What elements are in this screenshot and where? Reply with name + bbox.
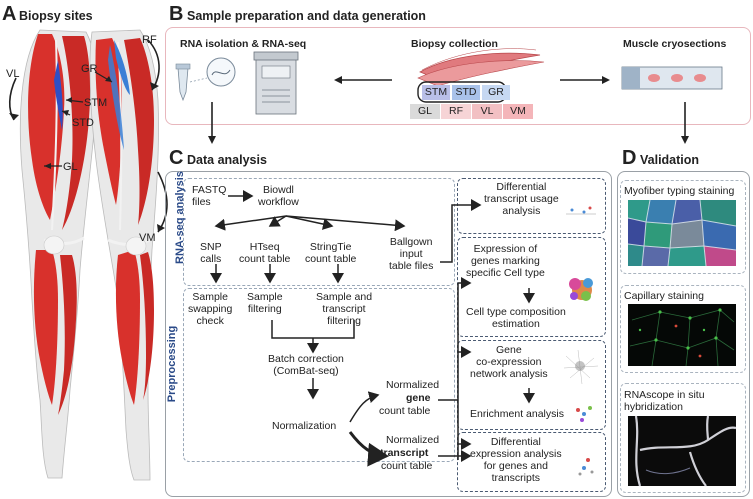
normalization-node: Normalization — [272, 420, 337, 432]
dtu-node: Differential transcript usage analysis — [484, 181, 559, 217]
label-stm: STM — [84, 97, 108, 109]
transcript-bold: transcript — [380, 447, 429, 459]
stringtie-node: StringTie count table — [305, 241, 357, 265]
muscle-illustration — [417, 48, 545, 87]
gene-bold: gene — [406, 392, 431, 404]
label-gl: GL — [63, 161, 78, 173]
enrich-node: Enrichment analysis — [470, 408, 564, 420]
biopsy-title: Biopsy collection — [411, 38, 498, 50]
transcript-pre: Normalized — [386, 434, 440, 446]
blue-muscle-left — [54, 60, 63, 130]
expr-node: Expression of genes marking specific Cel… — [466, 243, 545, 279]
panel-d-title: Validation — [640, 153, 700, 167]
blue-muscle-right — [114, 40, 130, 95]
cryo-title: Muscle cryosections — [623, 38, 727, 50]
gene-pre: Normalized — [386, 379, 440, 391]
ballgown-node: Ballgown input table files — [389, 236, 434, 272]
label-vm: VM — [139, 232, 156, 244]
label-vl: VL — [6, 68, 20, 80]
box-vm: VM — [503, 104, 533, 119]
validation-box — [617, 171, 750, 497]
panel-c-letter: C — [169, 147, 184, 169]
cap-label: Capillary staining — [624, 290, 704, 302]
gene-post: count table — [379, 405, 431, 417]
tube-icon — [175, 63, 191, 102]
panel-a-title: Biopsy sites — [19, 9, 93, 23]
myofiber-image — [627, 199, 737, 267]
box-gr: GR — [482, 85, 510, 100]
swap-node: Sample swapping check — [188, 291, 233, 327]
celltype-node: Cell type composition estimation — [466, 306, 566, 330]
biowdl-node: Biowdl workflow — [258, 184, 299, 208]
cell-cluster-thumbnail — [569, 278, 593, 301]
panel-b-title: Sample preparation and data generation — [187, 9, 426, 23]
dea-box — [457, 432, 606, 492]
coexp-node: Gene co-expression network analysis — [470, 344, 548, 380]
box-vl: VL — [472, 104, 502, 119]
box-stm: STM — [422, 85, 450, 100]
panel-c-title: Data analysis — [187, 153, 267, 167]
label-rf: RF — [142, 34, 157, 46]
sfilter-node: Sample filtering — [247, 291, 283, 315]
box-rf: RF — [441, 104, 471, 119]
volcano-thumbnail — [578, 458, 594, 476]
magnifier-icon — [189, 57, 236, 87]
analysis-box — [165, 171, 612, 497]
cap-box — [620, 285, 746, 373]
htseq-node: HTseq count table — [239, 241, 291, 265]
label-gr: GR — [81, 63, 98, 75]
rnascope-image — [628, 415, 737, 487]
box-std: STD — [452, 85, 480, 100]
panel-d-letter: D — [622, 147, 637, 169]
myo-label: Myofiber typing staining — [624, 185, 735, 197]
enrichment-thumbnail — [576, 406, 592, 422]
dtu-thumbnail — [566, 206, 596, 215]
preprocessing-dashed-box — [183, 288, 455, 462]
capillary-image — [628, 304, 736, 367]
batch-node: Batch correction (ComBat-seq) — [268, 353, 344, 377]
network-thumbnail — [563, 349, 599, 385]
panel-b-letter: B — [169, 3, 184, 25]
panel-a-letter: A — [2, 3, 17, 25]
slide-icon — [621, 66, 723, 90]
rnaseq-dashed-box — [183, 178, 455, 286]
dtu-box — [457, 178, 606, 234]
transcript-post: count table — [381, 460, 433, 472]
rnascope-box — [620, 383, 746, 493]
dea-node: Differential expression analysis for gen… — [470, 436, 562, 484]
box-gl: GL — [410, 104, 440, 119]
label-std: STD — [72, 117, 94, 129]
rnascope-label: RNAscope in situ hybridization — [624, 389, 705, 413]
sequencer-icon — [253, 51, 299, 115]
stfilter-node: Sample and transcript filtering — [316, 291, 373, 327]
rna-seq-title: RNA isolation & RNA-seq — [180, 38, 307, 50]
myo-box — [620, 180, 746, 274]
fastq-node: FASTQ files — [192, 184, 227, 208]
snp-node: SNP calls — [200, 241, 222, 265]
